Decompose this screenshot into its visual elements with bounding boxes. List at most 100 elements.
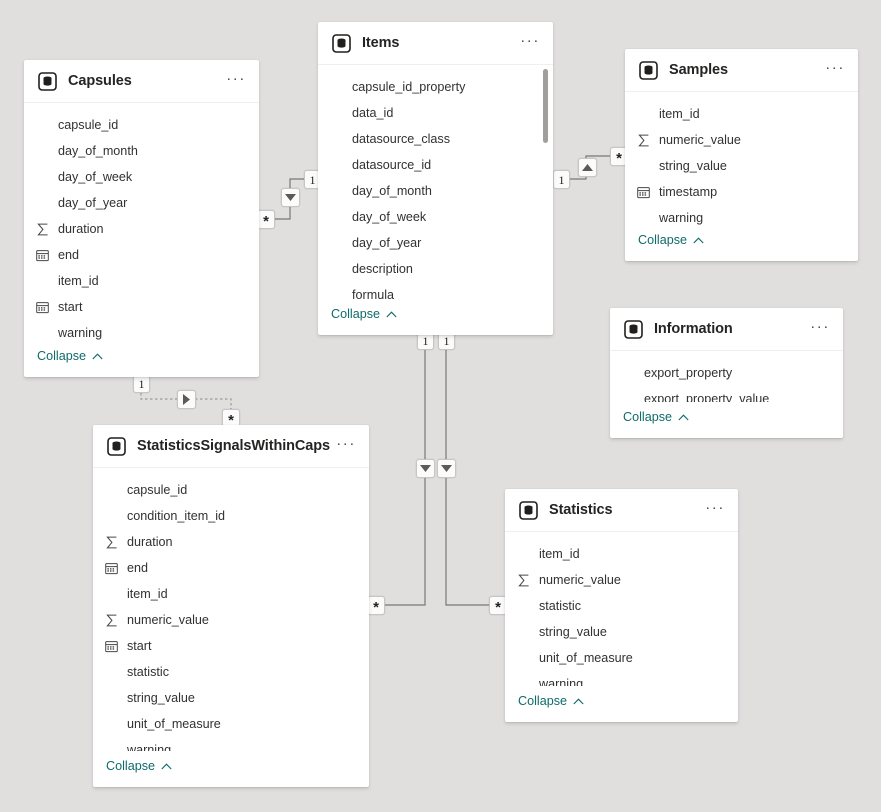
field-row[interactable]: datasource_class — [318, 126, 553, 152]
table-title: StatisticsSignalsWithinCapsules — [137, 438, 330, 454]
collapse-label: Collapse — [106, 759, 156, 773]
field-row[interactable]: day_of_year — [318, 230, 553, 256]
field-row[interactable]: item_id — [625, 101, 858, 127]
field-row[interactable]: warning — [93, 737, 369, 751]
field-row[interactable]: datasource_id — [318, 152, 553, 178]
table-title: Samples — [669, 62, 728, 78]
table-more-options-icon[interactable]: ··· — [705, 498, 725, 516]
field-row[interactable]: numeric_value — [93, 607, 369, 633]
table-more-options-icon[interactable]: ··· — [226, 69, 246, 87]
relationship-cardinality-many-items-sswc[interactable]: * — [367, 596, 385, 615]
field-row[interactable]: capsule_id — [24, 112, 259, 138]
calendar-icon — [35, 301, 50, 314]
collapse-button-statistics[interactable]: Collapse — [505, 686, 738, 722]
field-row[interactable]: warning — [505, 671, 738, 686]
chevron-up-icon — [161, 762, 172, 770]
field-row[interactable]: statistic — [93, 659, 369, 685]
table-more-options-icon[interactable]: ··· — [336, 434, 356, 452]
field-row[interactable]: end — [24, 242, 259, 268]
field-row[interactable]: item_id — [93, 581, 369, 607]
field-row[interactable]: condition_item_id — [93, 503, 369, 529]
field-row[interactable]: string_value — [505, 619, 738, 645]
field-row[interactable]: description — [318, 256, 553, 282]
field-row[interactable]: formula — [318, 282, 553, 299]
field-row[interactable]: start — [93, 633, 369, 659]
scrollbar-thumb[interactable] — [543, 69, 548, 143]
table-database-icon — [332, 33, 351, 53]
field-row[interactable]: day_of_week — [24, 164, 259, 190]
collapse-button-samples[interactable]: Collapse — [625, 225, 858, 261]
field-list-scrollbar[interactable] — [543, 69, 548, 293]
field-row[interactable]: string_value — [625, 153, 858, 179]
table-more-options-icon[interactable]: ··· — [825, 58, 845, 76]
field-row[interactable]: capsule_id_property — [318, 74, 553, 100]
field-row[interactable]: data_id — [318, 100, 553, 126]
field-row[interactable]: warning — [24, 320, 259, 341]
table-header-statisticssignalswithincapsules[interactable]: StatisticsSignalsWithinCapsules ··· — [93, 425, 369, 468]
field-row[interactable]: start — [24, 294, 259, 320]
table-header-statistics[interactable]: Statistics··· — [505, 489, 738, 532]
field-row[interactable]: export_property — [610, 360, 843, 386]
table-card-statisticssignalswithincapsules[interactable]: StatisticsSignalsWithinCapsules ··· capsul… — [93, 425, 369, 787]
table-title: Information — [654, 321, 733, 337]
table-database-icon — [624, 319, 643, 339]
table-header-samples[interactable]: Samples ··· — [625, 49, 858, 92]
relationship-cardinality-one-items-samples[interactable]: 1 — [553, 170, 570, 189]
field-row[interactable]: export_property_value — [610, 386, 843, 402]
field-row[interactable]: item_id — [24, 268, 259, 294]
field-row[interactable]: unit_of_measure — [93, 711, 369, 737]
field-row[interactable]: end — [93, 555, 369, 581]
field-row[interactable]: day_of_year — [24, 190, 259, 216]
field-row[interactable]: item_id — [505, 541, 738, 567]
table-header-items[interactable]: Items ··· — [318, 22, 553, 65]
table-more-options-icon[interactable]: ··· — [520, 31, 540, 49]
field-name: item_id — [659, 107, 700, 121]
calendar-icon — [35, 249, 50, 262]
cross-filter-direction-down-items-sswc[interactable] — [416, 459, 435, 478]
field-row[interactable]: statistic — [505, 593, 738, 619]
field-name: day_of_week — [58, 170, 133, 184]
cross-filter-direction-up-items-samples[interactable] — [578, 158, 597, 177]
collapse-button-statisticssignalswithincapsules[interactable]: Collapse — [93, 751, 369, 787]
field-name: statistic — [539, 599, 581, 613]
table-title: Items — [362, 35, 400, 51]
field-row[interactable]: day_of_week — [318, 204, 553, 230]
collapse-button-information[interactable]: Collapse — [610, 402, 843, 438]
table-header-information[interactable]: Information ··· — [610, 308, 843, 351]
field-row[interactable]: warning — [625, 205, 858, 225]
field-row[interactable]: day_of_month — [318, 178, 553, 204]
collapse-button-items[interactable]: Collapse — [318, 299, 553, 335]
field-row[interactable]: timestamp — [625, 179, 858, 205]
field-row[interactable]: numeric_value — [505, 567, 738, 593]
cross-filter-direction-down-items-statistics[interactable] — [437, 459, 456, 478]
field-name: capsule_id_property — [352, 80, 466, 94]
field-row[interactable]: capsule_id — [93, 477, 369, 503]
field-name: day_of_year — [352, 236, 422, 250]
field-row[interactable]: numeric_value — [625, 127, 858, 153]
relationship-cardinality-many-items-samples[interactable]: * — [610, 147, 628, 166]
field-row[interactable]: string_value — [93, 685, 369, 711]
relationship-cardinality-many-capsules-items[interactable]: * — [257, 210, 275, 229]
cross-filter-direction-right-capsules-sswc[interactable] — [177, 390, 196, 409]
collapse-button-capsules[interactable]: Collapse — [24, 341, 259, 377]
cross-filter-direction-down-capsules-items[interactable] — [281, 188, 300, 207]
field-row[interactable]: duration — [24, 216, 259, 242]
field-row[interactable]: day_of_month — [24, 138, 259, 164]
field-row[interactable]: duration — [93, 529, 369, 555]
table-header-capsules[interactable]: Capsules··· — [24, 60, 259, 103]
field-row[interactable]: unit_of_measure — [505, 645, 738, 671]
table-more-options-icon[interactable]: ··· — [810, 317, 830, 335]
sigma-icon — [35, 223, 50, 236]
